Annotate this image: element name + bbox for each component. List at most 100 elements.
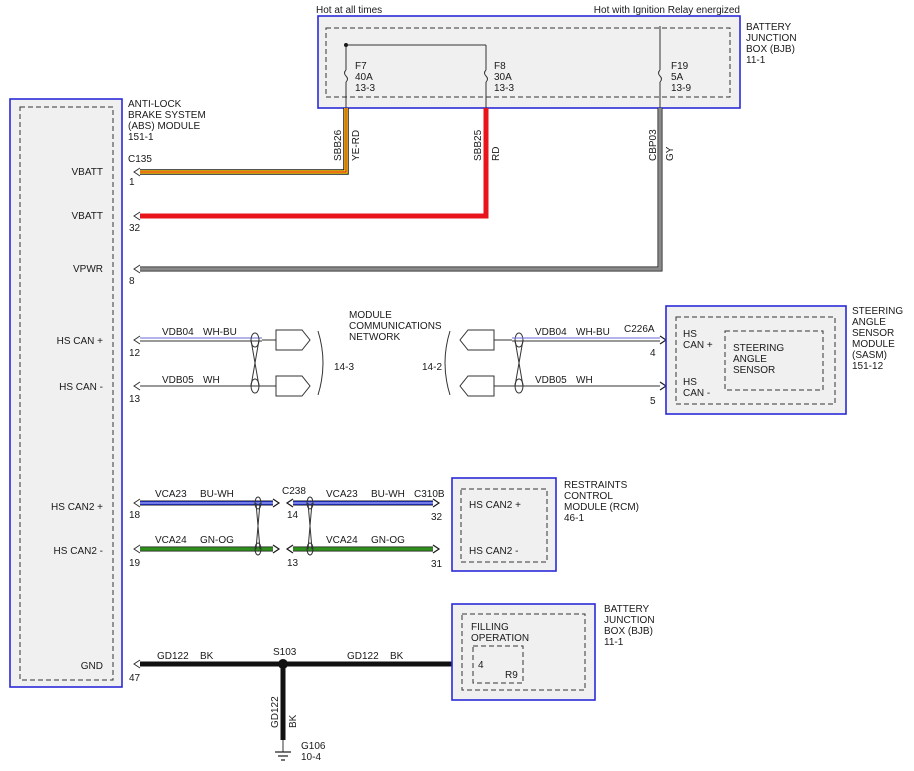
ground-point-label: G106 (301, 741, 326, 752)
power-wire-sbb26: SBB26 YE-RD (140, 108, 362, 175)
fuse-f19-rating: 5A (671, 72, 684, 83)
sasm-title-3: SENSOR (852, 328, 894, 339)
fuse-f8-ref: 13-3 (494, 83, 514, 94)
bjb-top: BATTERY JUNCTION BOX (BJB) 11-1 F7 40A 1… (317, 15, 797, 109)
network-left-ref: 14-3 (334, 362, 354, 373)
abs-module-box (9, 98, 123, 688)
fuse-f7-ref: 13-3 (355, 83, 375, 94)
sasm-title-6: 151-12 (852, 361, 884, 372)
can2-wires: VCA23 BU-WH VCA24 GN-OG VCA23 BU-WH VCA2… (140, 486, 441, 569)
wire-sbb26-color: YE-RD (351, 130, 362, 161)
bjb-top-title-3: BOX (BJB) (746, 44, 795, 55)
abs-title-3: (ABS) MODULE (128, 121, 201, 132)
ground-circuit: S103 GD122 BK GD122 BK GD122 BK G106 10-… (140, 647, 454, 763)
vdb05-left-circuit: VDB05 (162, 375, 194, 386)
rcm-pin-label-plus: HS CAN2 + (469, 500, 521, 511)
fuse-f7-id: F7 (355, 61, 367, 72)
abs-title-1: ANTI-LOCK (128, 99, 182, 110)
splice-s103-dot (278, 659, 288, 669)
abs-pin-num-8: 8 (129, 276, 135, 287)
sasm-title-5: (SASM) (852, 350, 887, 361)
rcm-title-2: CONTROL (564, 491, 613, 502)
sasm-pin-5: 5 (650, 396, 656, 407)
sasm-box (665, 305, 847, 415)
network-right-ref: 14-2 (422, 362, 442, 373)
c238-pin-13: 13 (287, 558, 299, 569)
ground-ref-label: 10-4 (301, 752, 321, 763)
fuse-f7: F7 40A 13-3 (344, 61, 375, 108)
vca23-left-color: BU-WH (200, 489, 234, 500)
sasm-inner-1: STEERING (733, 343, 784, 354)
bjb-bottom-component: R9 (505, 670, 518, 681)
abs-pin-label-hscan-minus: HS CAN - (59, 382, 103, 393)
power-wire-sbb25: SBB25 RD (140, 108, 502, 219)
vdb05-left-color: WH (203, 375, 220, 386)
sasm-pin-label-canminus: CAN - (683, 388, 710, 399)
vdb04-right-color: WH-BU (576, 327, 610, 338)
vca24-right-circuit: VCA24 (326, 535, 358, 546)
hot-all-times-label: Hot at all times (316, 5, 382, 16)
hot-ignition-label: Hot with Ignition Relay energized (594, 5, 740, 16)
sasm-title-2: ANGLE (852, 317, 886, 328)
sasm-pin-label-canplus: CAN + (683, 340, 713, 351)
abs-pin-num-32: 32 (129, 223, 141, 234)
network-title-3: NETWORK (349, 332, 400, 343)
c238-label: C238 (282, 486, 306, 497)
fuse-f19-id: F19 (671, 61, 689, 72)
sasm-title-4: MODULE (852, 339, 895, 350)
wire-cbp03-color: GY (665, 146, 676, 161)
wire-cbp03-circuit: CBP03 (648, 129, 659, 161)
bjb-bottom-title-1: BATTERY (604, 604, 650, 615)
sasm-inner-3: SENSOR (733, 365, 775, 376)
bjb-bottom-title-2: JUNCTION (604, 615, 655, 626)
vdb04-left-circuit: VDB04 (162, 327, 194, 338)
rcm-title-1: RESTRAINTS (564, 480, 628, 491)
c238-pin-14: 14 (287, 510, 299, 521)
abs-title-4: 151-1 (128, 132, 154, 143)
abs-pin-label-hscan2-plus: HS CAN2 + (51, 502, 103, 513)
gd122-left-circuit: GD122 (157, 651, 189, 662)
rcm-connector: C310B (414, 489, 445, 500)
bjb-bottom-title-4: 11-1 (604, 637, 624, 648)
rcm-title-3: MODULE (RCM) (564, 502, 639, 513)
vca24-left-circuit: VCA24 (155, 535, 187, 546)
wire-sbb25-circuit: SBB25 (473, 129, 484, 161)
gd122-down-circuit: GD122 (270, 696, 281, 728)
abs-title-2: BRAKE SYSTEM (128, 110, 206, 121)
sasm-pin-label-hs-2: HS (683, 377, 697, 388)
vca23-right-circuit: VCA23 (326, 489, 358, 500)
rcm-pin-32: 32 (431, 512, 443, 523)
gd122-left-color: BK (200, 651, 214, 662)
vca24-left-color: GN-OG (200, 535, 234, 546)
vdb04-right-circuit: VDB04 (535, 327, 567, 338)
splice-s103-label: S103 (273, 647, 297, 658)
abs-pin-num-12: 12 (129, 348, 141, 359)
gd122-down-color: BK (288, 714, 299, 728)
abs-pin-label-vpwr: VPWR (73, 264, 103, 275)
abs-pin-num-18: 18 (129, 510, 141, 521)
rcm-pin-31: 31 (431, 559, 443, 570)
vdb05-right-circuit: VDB05 (535, 375, 567, 386)
abs-pin-label-hscan2-minus: HS CAN2 - (54, 546, 103, 557)
abs-pin-label-vbatt-1: VBATT (72, 167, 103, 178)
rcm-pin-label-minus: HS CAN2 - (469, 546, 518, 557)
sasm-title-1: STEERING (852, 306, 903, 317)
rcm-title-4: 46-1 (564, 513, 584, 524)
wire-sbb25-color: RD (491, 147, 502, 161)
sasm-inner-2: ANGLE (733, 354, 767, 365)
rcm-box (451, 477, 557, 572)
vdb04-left-color: WH-BU (203, 327, 237, 338)
ground-icon (275, 740, 291, 761)
vca23-left-circuit: VCA23 (155, 489, 187, 500)
sasm-connector: C226A (624, 324, 655, 335)
abs-pin-label-hscan-plus: HS CAN + (57, 336, 104, 347)
abs-pin-num-19: 19 (129, 558, 141, 569)
fuse-f7-rating: 40A (355, 72, 373, 83)
vca23-right-color: BU-WH (371, 489, 405, 500)
sasm-pin-label-hs-1: HS (683, 329, 697, 340)
sasm-module: STEERING ANGLE SENSOR MODULE (SASM) 151-… (624, 305, 903, 415)
abs-pin-num-13: 13 (129, 394, 141, 405)
power-wire-cbp03: CBP03 GY (140, 108, 676, 272)
fuse-f19-ref: 13-9 (671, 83, 691, 94)
